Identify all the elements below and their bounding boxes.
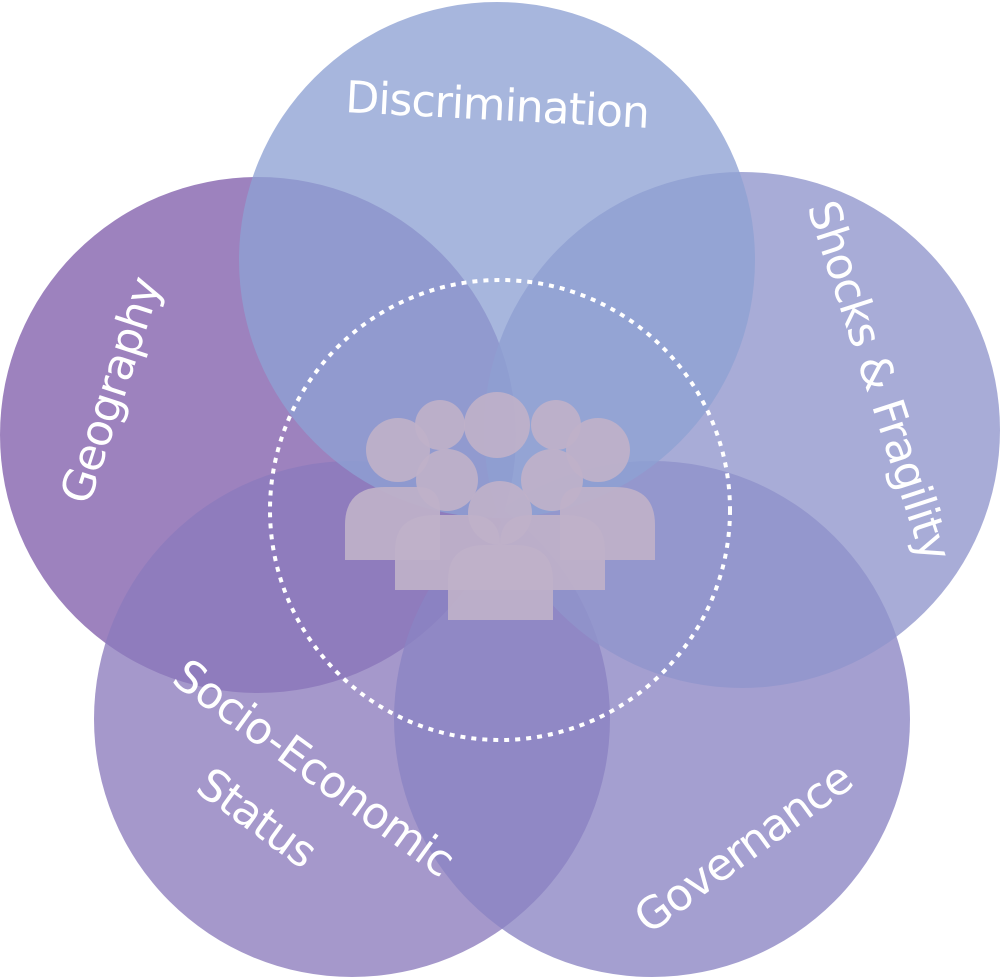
circle-discrimination [239,2,755,518]
people-group-icon [345,392,655,620]
center-dotted-ring [268,278,732,742]
